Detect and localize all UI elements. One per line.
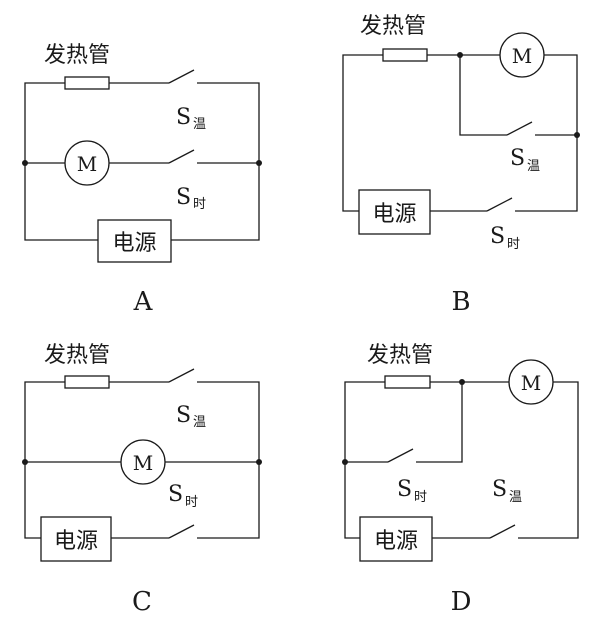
power-source-label: 电源 <box>54 529 98 554</box>
switch-temp-subscript: 温 <box>509 490 522 505</box>
power-source-box <box>359 516 433 562</box>
switch-timer-subscript: 时 <box>414 490 427 505</box>
switch-timer-blade <box>168 524 195 539</box>
motor-label: M <box>133 451 153 475</box>
heater-label: 发热管 <box>44 43 110 68</box>
power-source-label: 电源 <box>374 529 418 554</box>
junction-dot <box>22 459 28 465</box>
heater-label: 发热管 <box>44 343 110 368</box>
power-source-box <box>358 189 431 235</box>
wire <box>197 381 260 539</box>
switch-temp-blade <box>489 524 516 539</box>
heater-resistor <box>384 375 431 389</box>
heater-label: 发热管 <box>360 14 426 39</box>
power-source-box <box>40 516 112 562</box>
circuit-a: 发热管 S 温 M S 时 电源 A <box>22 43 262 317</box>
wire <box>342 54 383 212</box>
switch-timer-label: S <box>176 185 191 210</box>
wire <box>515 54 578 212</box>
motor-label: M <box>521 371 541 395</box>
wire <box>459 55 507 136</box>
power-source-label: 电源 <box>372 202 416 227</box>
switch-temp-subscript: 温 <box>193 117 206 132</box>
motor-label: M <box>512 44 532 68</box>
junction-dot <box>22 160 28 166</box>
option-label-c: C <box>132 587 152 617</box>
option-label-d: D <box>451 587 472 617</box>
circuit-d: 发热管 M S 时 S 温 电源 D <box>342 343 579 617</box>
heater-label: 发热管 <box>367 343 433 368</box>
heater-resistor <box>64 76 110 90</box>
junction-dot <box>256 459 262 465</box>
switch-timer-blade <box>486 197 513 212</box>
junction-dot <box>574 132 580 138</box>
switch-temp-subscript: 温 <box>527 159 540 174</box>
switch-temp-label: S <box>492 477 507 502</box>
switch-temp-label: S <box>176 403 191 428</box>
wire <box>416 382 463 463</box>
circuit-b: 发热管 M S 温 电源 S 时 B <box>342 14 580 317</box>
motor-label: M <box>77 152 97 176</box>
wire <box>24 381 65 539</box>
switch-temp-subscript: 温 <box>193 415 206 430</box>
switch-temp-label: S <box>176 105 191 130</box>
wire <box>344 381 385 539</box>
junction-dot <box>256 160 262 166</box>
switch-temp-blade <box>168 368 195 383</box>
switch-timer-subscript: 时 <box>507 237 520 252</box>
junction-dot <box>342 459 348 465</box>
switch-temp-blade <box>168 69 195 84</box>
switch-timer-subscript: 时 <box>193 197 206 212</box>
option-label-a: A <box>133 287 154 317</box>
switch-timer-label: S <box>168 482 183 507</box>
switch-timer-label: S <box>397 477 412 502</box>
switch-temp-label: S <box>510 146 525 171</box>
switch-timer-subscript: 时 <box>185 495 198 510</box>
switch-timer-label: S <box>490 224 505 249</box>
switch-timer-blade <box>168 149 195 164</box>
heater-resistor <box>382 48 428 62</box>
circuit-c: 发热管 S 温 M S 时 电源 C <box>22 343 262 617</box>
switch-timer-blade <box>387 448 414 463</box>
power-source-box <box>97 219 172 263</box>
option-label-b: B <box>451 287 470 317</box>
heater-resistor <box>64 375 110 389</box>
wire <box>518 381 579 539</box>
power-source-label: 电源 <box>112 231 156 256</box>
switch-temp-blade <box>506 121 533 136</box>
